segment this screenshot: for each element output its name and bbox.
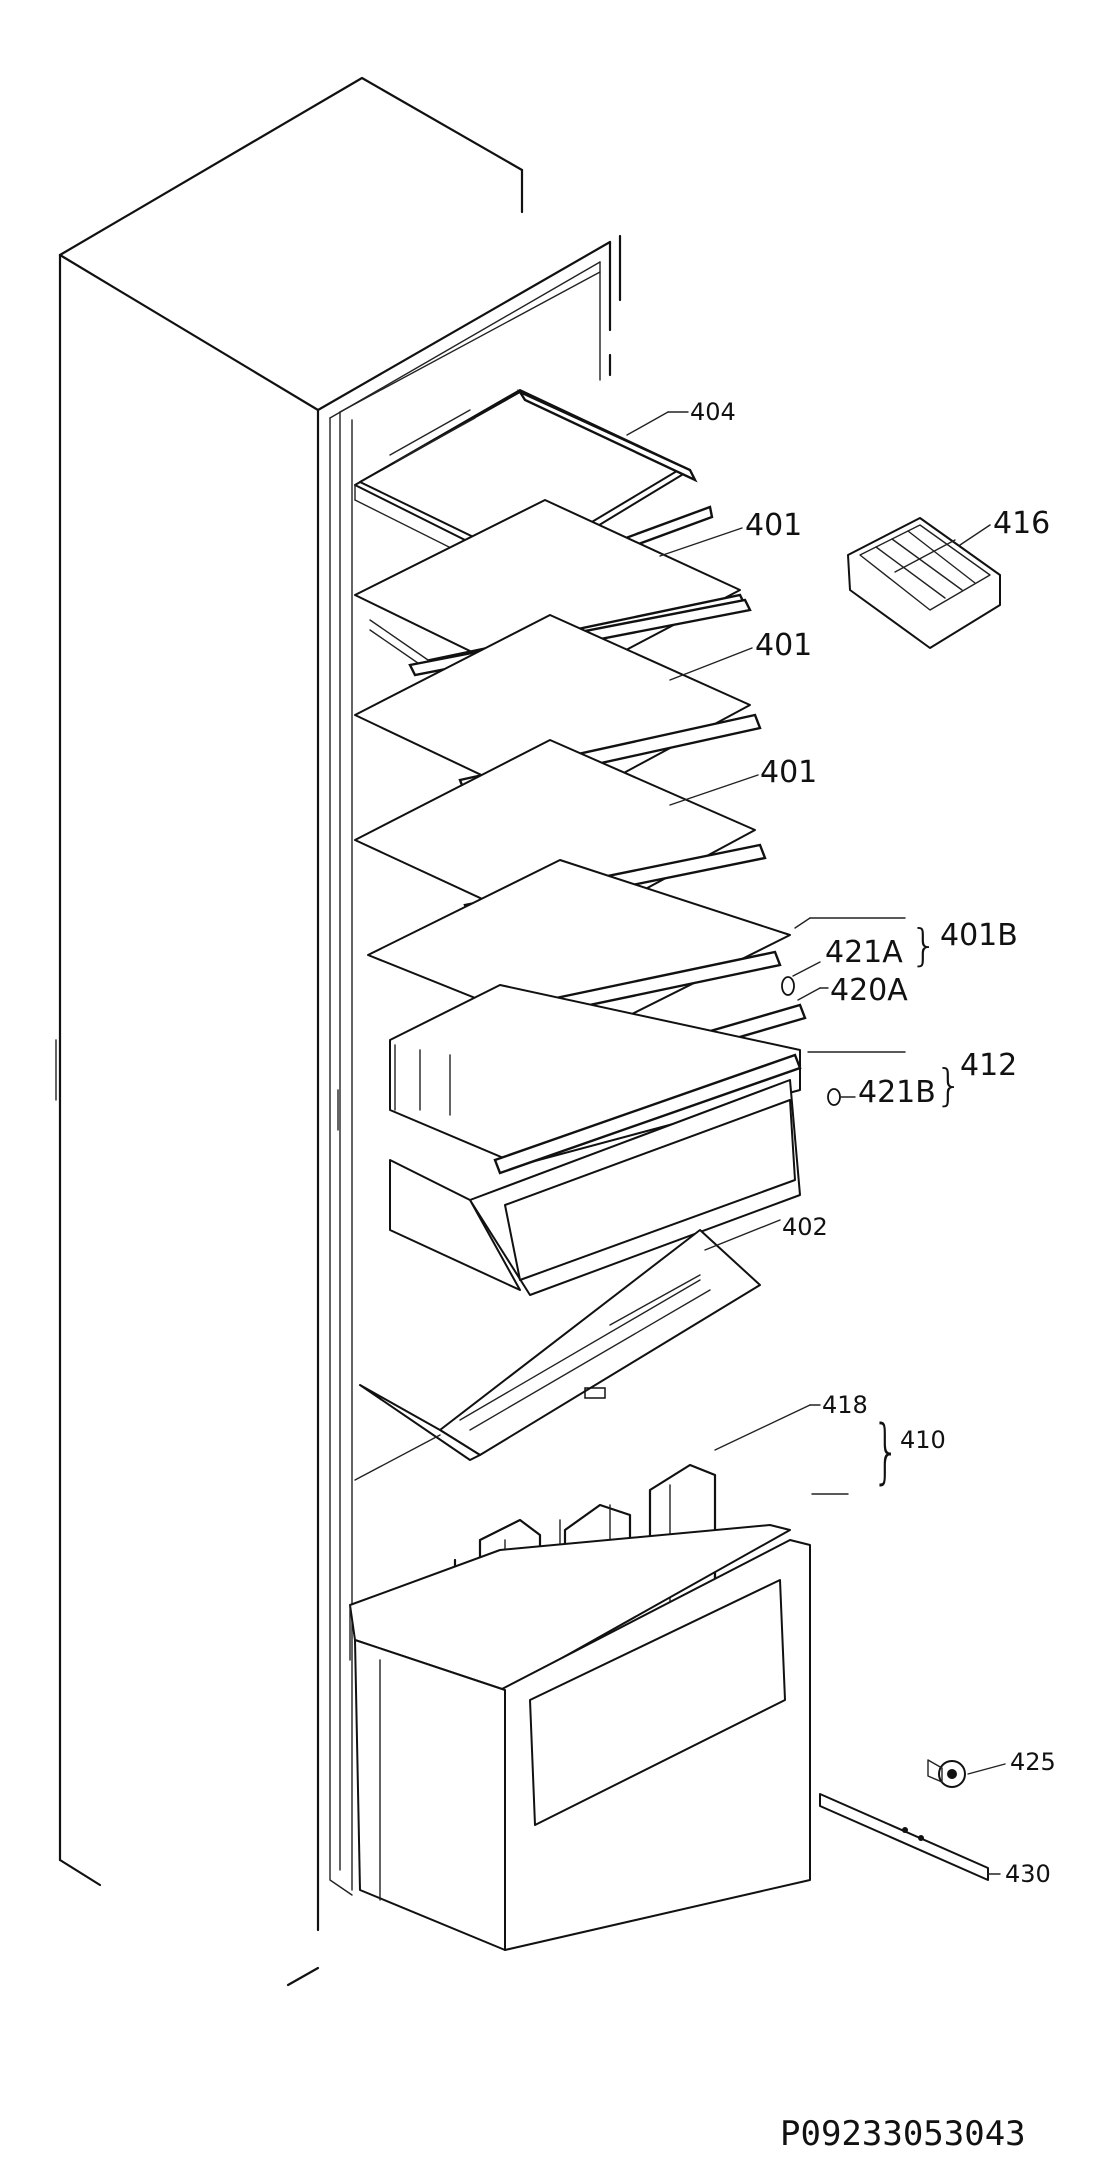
part-421A-body — [781, 976, 795, 996]
label-401-first: 401 — [745, 508, 802, 543]
label-401-third: 401 — [760, 755, 817, 790]
drawer-410 — [349, 1463, 811, 1951]
label-421A: 421A — [825, 935, 903, 970]
label-401-second: 401 — [755, 628, 812, 663]
part-425-body — [927, 1759, 966, 1788]
brace-401B: } — [910, 920, 938, 971]
drawer-412 — [389, 984, 802, 1296]
label-418: 418 — [822, 1391, 868, 1419]
label-404: 404 — [690, 398, 736, 426]
label-430: 430 — [1005, 1860, 1051, 1888]
brace-412: } — [935, 1060, 963, 1111]
part-421B-body — [827, 1088, 841, 1106]
label-425: 425 — [1010, 1748, 1056, 1776]
ice-tray-416 — [847, 517, 1001, 649]
label-401B: 401B — [940, 918, 1018, 953]
shelf-402 — [354, 1229, 761, 1481]
leader-lines — [626, 411, 1006, 1875]
cabinet — [55, 76, 622, 1987]
diagram-code: P09233053043 — [780, 2114, 1026, 2154]
part-labels: 404 401 401 401 416 421A } 401B 420A 421… — [690, 398, 1056, 1888]
label-420A: 420A — [830, 973, 908, 1008]
small-parts — [781, 976, 989, 1881]
label-421B: 421B — [858, 1075, 936, 1110]
brace-410: } — [872, 1410, 900, 1492]
label-410: 410 — [900, 1426, 946, 1454]
part-430-body — [819, 1793, 989, 1881]
label-412: 412 — [960, 1048, 1017, 1083]
label-402: 402 — [782, 1213, 828, 1241]
label-416: 416 — [993, 506, 1050, 541]
